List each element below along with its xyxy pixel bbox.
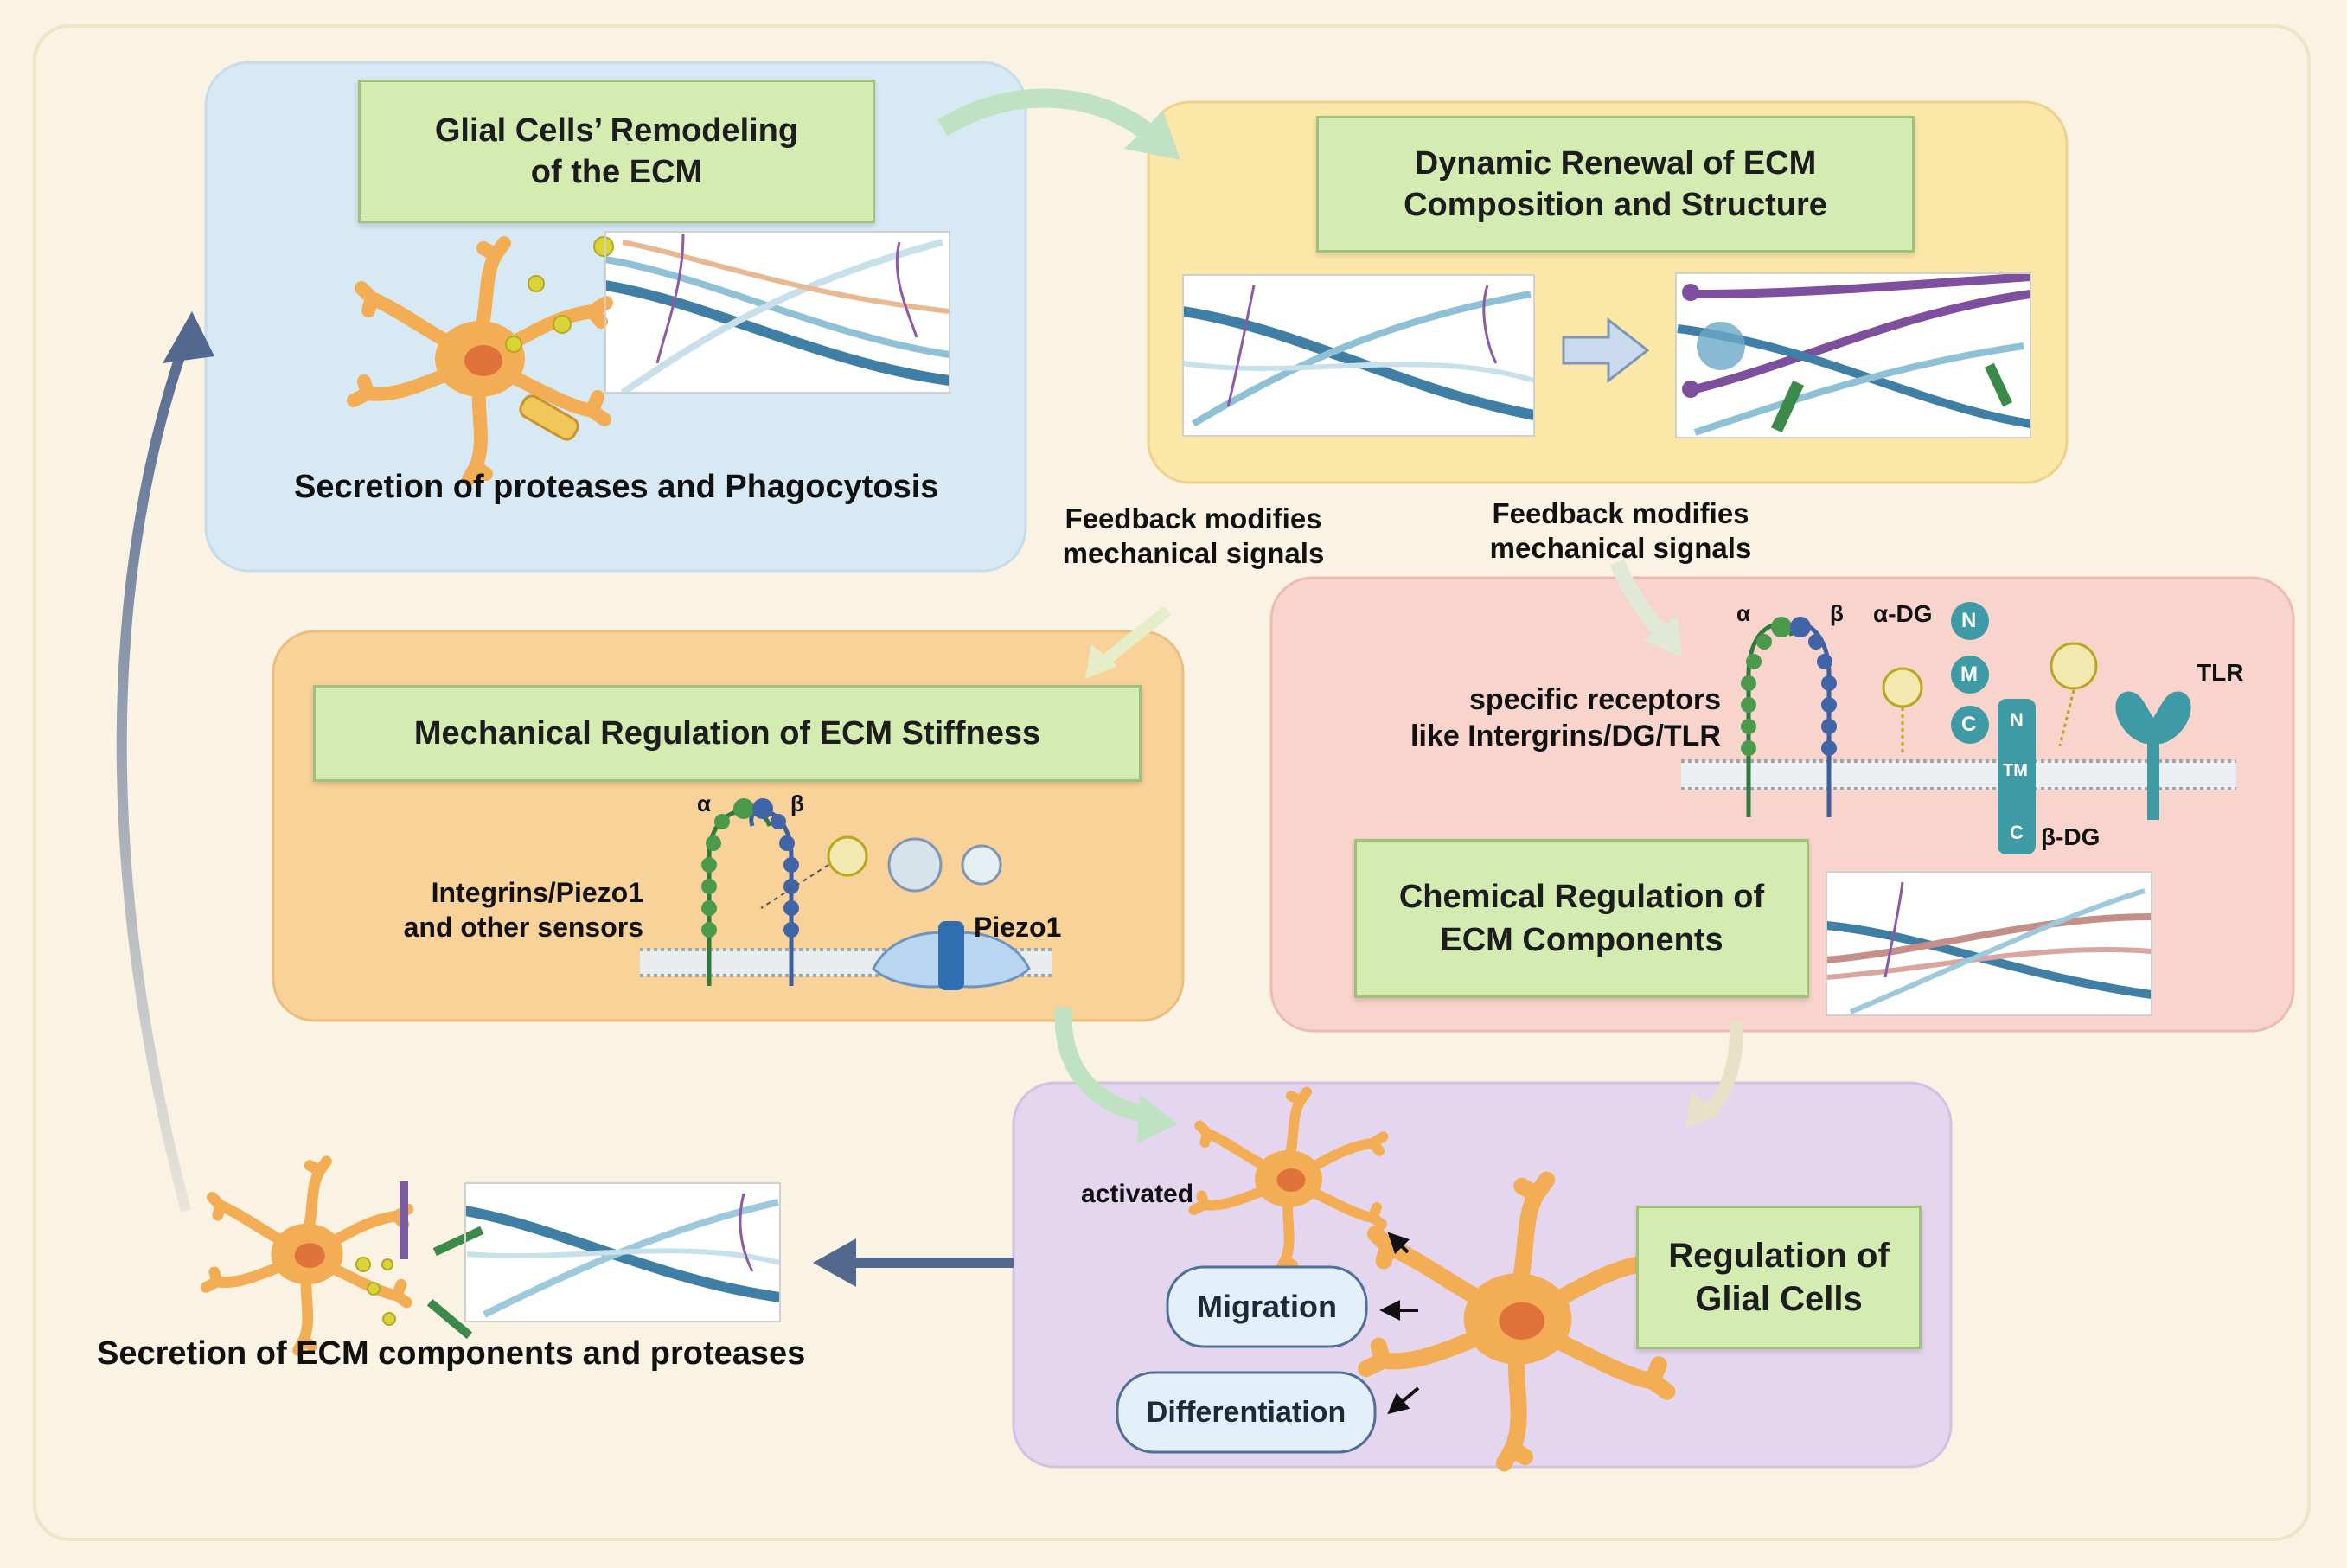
integrin-chemical [1741,617,1837,817]
feedback-label-left: Feedback modifies mechanical signals [1062,502,1325,569]
dg-c-label-2: C [2010,822,2024,843]
integrin-mechanical [701,798,799,986]
ecm-image-secretion [464,1183,781,1322]
differentiation-label: Differentiation [1146,1396,1346,1429]
secretion-caption: Secretion of ECM components and protease… [97,1335,806,1372]
piezo1-label: Piezo1 [974,912,1062,943]
migration-label: Migration [1197,1289,1337,1324]
arrow-remodel-to-renewal [937,88,1161,146]
piezo1-channel [872,921,1031,990]
frame [33,24,2311,1541]
ecm-renewal-arrow [1562,317,1650,384]
chemical-regulation-title: Chemical Regulation of ECM Components [1354,839,1809,998]
panel-glial-regulation [1012,1081,1953,1469]
alpha-dg-label: α-DG [1873,600,1933,627]
arrow-chemical-to-glial-head [1686,1091,1721,1129]
glial-remodeling-title: Glial Cells’ Remodeling of the ECM [358,80,875,223]
feedback-arrow-right-head [1643,616,1682,657]
remodeling-caption: Secretion of proteases and Phagocytosis [294,469,939,505]
membrane-chemical [1681,759,2236,790]
ecm-image-frames [464,231,2152,1322]
dynamic-renewal-title: Dynamic Renewal of ECM Composition and S… [1316,116,1915,253]
secreted-components [355,1257,396,1326]
feedback-arrow-left [1094,605,1172,671]
tlr-receptor [2115,691,2191,820]
feedback-label-right: Feedback modifies mechanical signals [1489,497,1752,564]
integrin-beta-label-chem: β [1830,600,1844,626]
arrow-to-secretion-head [813,1238,856,1287]
ecm-image-chemical [1826,872,2152,1015]
mechanical-regulation-title: Mechanical Regulation of ECM Stiffness [313,685,1142,782]
ecm-image-renewal-after [1676,272,2031,438]
arrow-to-activated [1387,1232,1410,1255]
secreted-proteases [400,1181,484,1340]
tlr-label: TLR [2197,659,2244,686]
protease-dots-top [505,236,614,353]
mechanical-ligands [760,835,1002,909]
arrow-mechanical-to-glial-head [1137,1094,1178,1143]
integrin-alpha-label-mech: α [697,790,711,816]
dg-n-label-1: N [1961,609,1977,632]
glial-regulation-title: Regulation of Glial Cells [1636,1206,1922,1349]
arrow-remodel-to-renewal-head [1124,111,1180,160]
migration-pill-shape [1166,1265,1368,1348]
arrow-mechanical-to-glial [1054,1007,1152,1124]
ecm-image-renewal-before [1182,275,1536,436]
differentiation-pill-shape [1116,1371,1377,1454]
dystroglycan [1951,602,2036,854]
integrin-beta-label-mech: β [790,790,804,816]
dg-n-label-2: N [2010,709,2024,731]
receptors-label: specific receptors like Intergrins/DG/TL… [1410,683,1721,752]
ecm-image-remodeling [604,232,950,396]
cycle-arrow-left-head [163,311,214,363]
sensors-label: Integrins/Piezo1 and other sensors [403,877,643,943]
beta-dg-label: β-DG [2041,823,2101,850]
integrin-alpha-label-chem: α [1736,600,1750,626]
activated-label: activated [1081,1180,1194,1208]
phagocytosis-cargo [519,394,579,441]
chemical-ligands [1882,642,2098,754]
dg-c-label-1: C [1961,713,1977,736]
dg-tm-label: TM [2003,761,2028,780]
cycle-arrow-left [116,319,197,1213]
dg-m-label: M [1960,662,1978,686]
arrow-to-differentiation [1387,1386,1420,1415]
feedback-arrow-left-head [1085,644,1117,679]
